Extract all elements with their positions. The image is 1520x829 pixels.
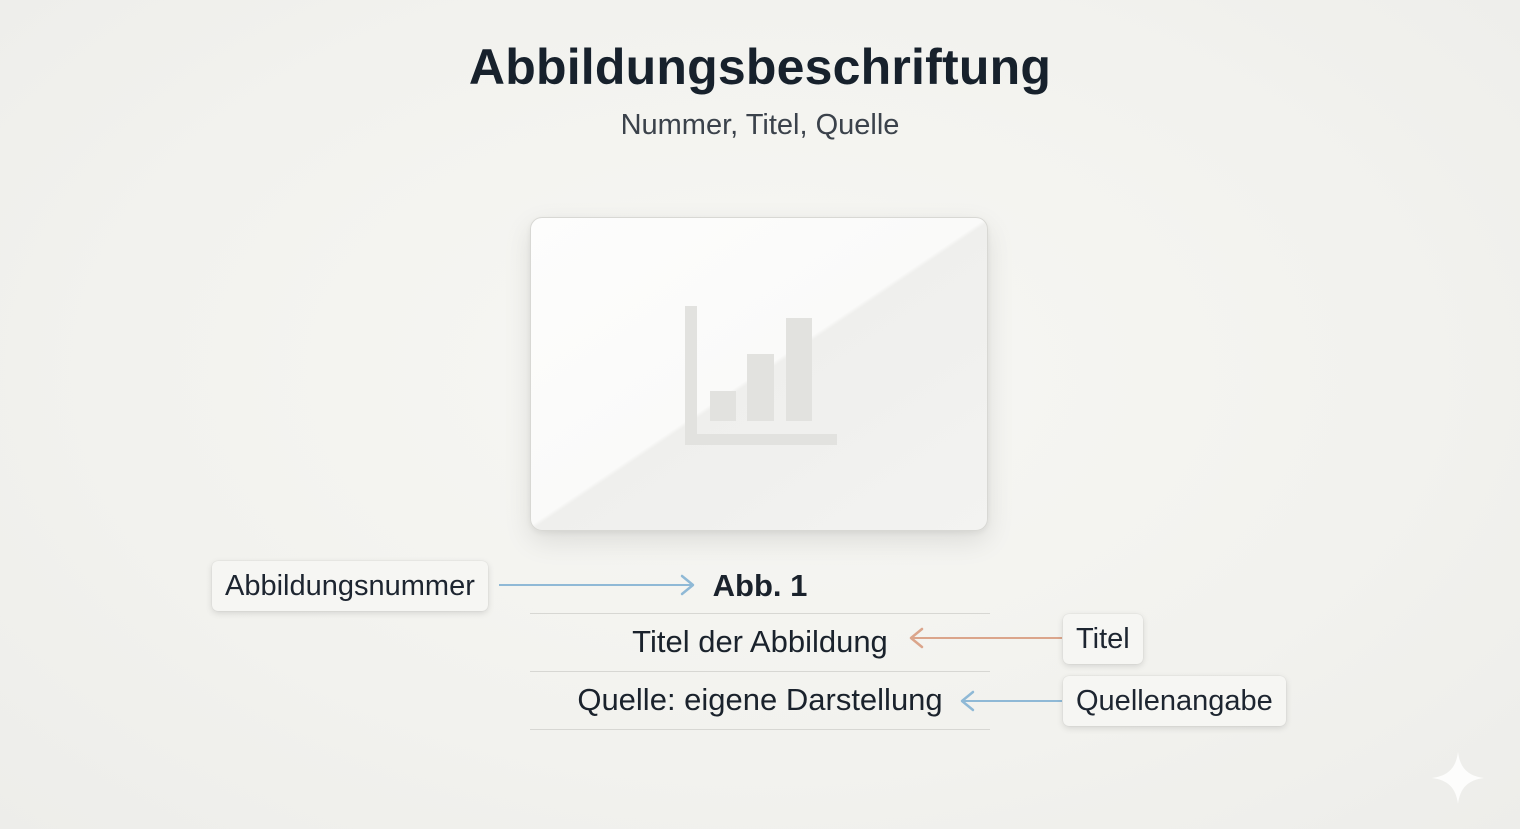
chart-icon-bar-1 [710,391,736,421]
number-arrow [499,574,695,596]
caption-divider [530,613,990,614]
title-arrow [909,627,1062,649]
caption-divider [530,671,990,672]
sparkle-icon [1432,752,1484,804]
chart-icon-bar-2 [747,354,774,421]
caption-divider [530,729,990,730]
chart-icon-y-axis [685,306,697,444]
chart-icon-x-axis [685,434,837,445]
source-arrow [960,690,1062,712]
label-titel: Titel [1063,614,1143,664]
label-abbildungsnummer: Abbildungsnummer [212,561,488,611]
page-title: Abbildungsbeschriftung [468,39,1052,95]
page-subtitle: Nummer, Titel, Quelle [620,109,900,141]
label-quellenangabe: Quellenangabe [1063,676,1286,726]
bar-chart-icon [685,306,837,445]
caption-source: Quelle: eigene Darstellung [577,682,943,717]
figure-placeholder [530,217,988,531]
caption-number: Abb. 1 [712,568,808,603]
caption-title: Titel der Abbildung [632,624,888,659]
chart-icon-bar-3 [786,318,812,421]
